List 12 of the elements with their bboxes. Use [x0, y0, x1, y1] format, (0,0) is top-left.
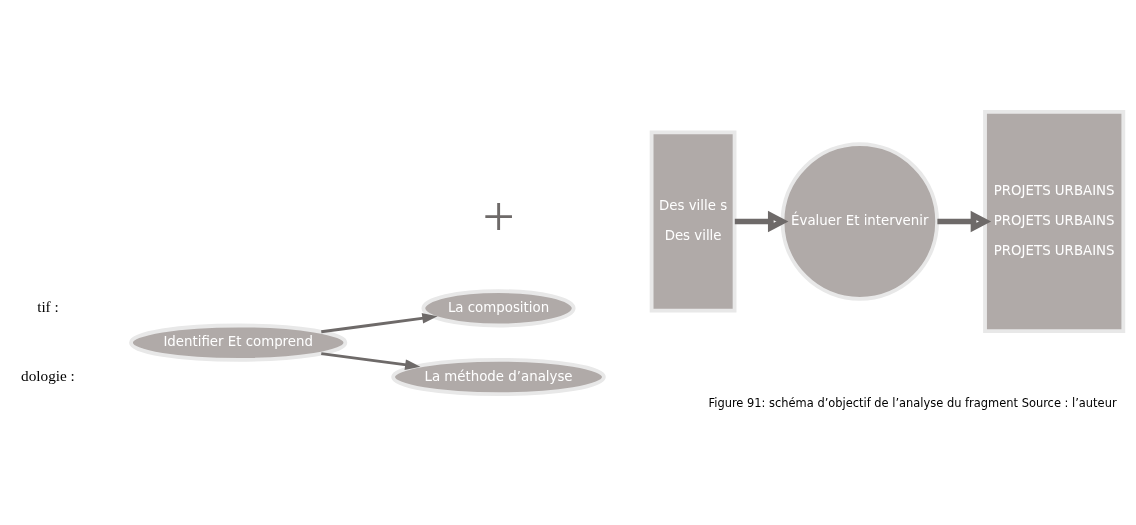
- node-ellipse: Identifier Et comprend: [129, 323, 348, 362]
- node-box: Des ville s Des ville: [649, 129, 737, 313]
- node-box: PROJETS URBAINS PROJETS URBAINS PROJETS URBAINS: [983, 109, 1126, 333]
- arrow: [734, 210, 789, 232]
- label: tif :: [37, 297, 59, 315]
- arrow: [937, 210, 992, 232]
- node-circle: Évaluer Et intervenir: [780, 141, 940, 301]
- label: +: [482, 184, 515, 248]
- arrow: [321, 312, 438, 333]
- label: dologie :: [21, 366, 75, 384]
- caption: Figure 91: schéma d’objectif de l’analyse du fragment Source : l’auteur: [708, 395, 1117, 410]
- arrow: [321, 351, 421, 370]
